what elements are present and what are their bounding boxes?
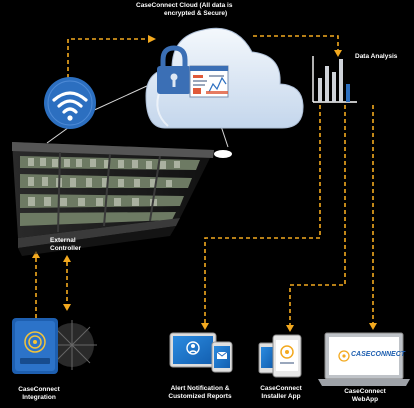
link-node bbox=[214, 150, 232, 158]
bar-chart-icon bbox=[312, 56, 357, 103]
wifi-icon bbox=[44, 77, 96, 129]
data-analysis-label: Data Analysis bbox=[355, 53, 398, 60]
data-connectors bbox=[35, 35, 374, 325]
lock-icon bbox=[157, 45, 191, 94]
alerts-label: Alert Notification & Customized Reports bbox=[168, 385, 232, 400]
phones-icon bbox=[258, 334, 302, 378]
integration-label: CaseConnect Integration bbox=[18, 386, 60, 401]
webapp-label: CaseConnect WebApp bbox=[344, 388, 386, 403]
external-controller-label: External Controller bbox=[50, 237, 82, 252]
tablet-phone-icon bbox=[169, 332, 233, 373]
installer-label: CaseConnect Installer App bbox=[260, 385, 302, 400]
cloud-title: CaseConnect Cloud (All data is encrypted… bbox=[136, 2, 233, 17]
caseconnect-logo: CASECONNECT bbox=[351, 351, 406, 358]
dashboard-window-icon bbox=[189, 65, 229, 98]
connector-arrowheads bbox=[32, 35, 377, 332]
integration-device-icon bbox=[12, 318, 97, 374]
laptop-icon bbox=[318, 332, 410, 386]
refrigerated-case-image bbox=[12, 142, 214, 256]
